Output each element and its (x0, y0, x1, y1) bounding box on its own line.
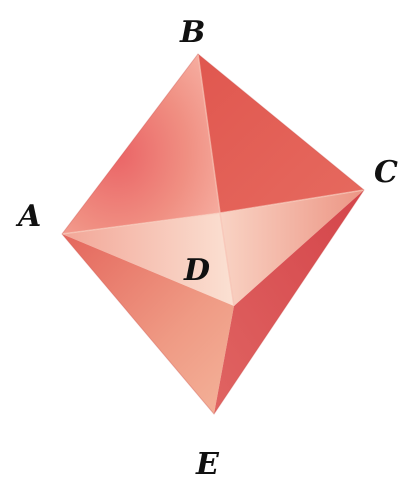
vertex-label-d: D (183, 253, 210, 288)
face-ad-band (62, 213, 234, 306)
outline (61, 53, 365, 415)
vertex-label-b: B (179, 15, 205, 50)
vertex-label-e: E (195, 447, 220, 481)
vertex-label-a: A (15, 199, 41, 234)
face-ade (62, 234, 234, 414)
face-cde (214, 190, 364, 414)
vertex-label-c: C (374, 155, 398, 190)
face-abd (62, 54, 220, 234)
edge-ad-cd (61, 189, 365, 235)
face-bcd (198, 54, 364, 213)
face-cd-band (220, 190, 364, 306)
